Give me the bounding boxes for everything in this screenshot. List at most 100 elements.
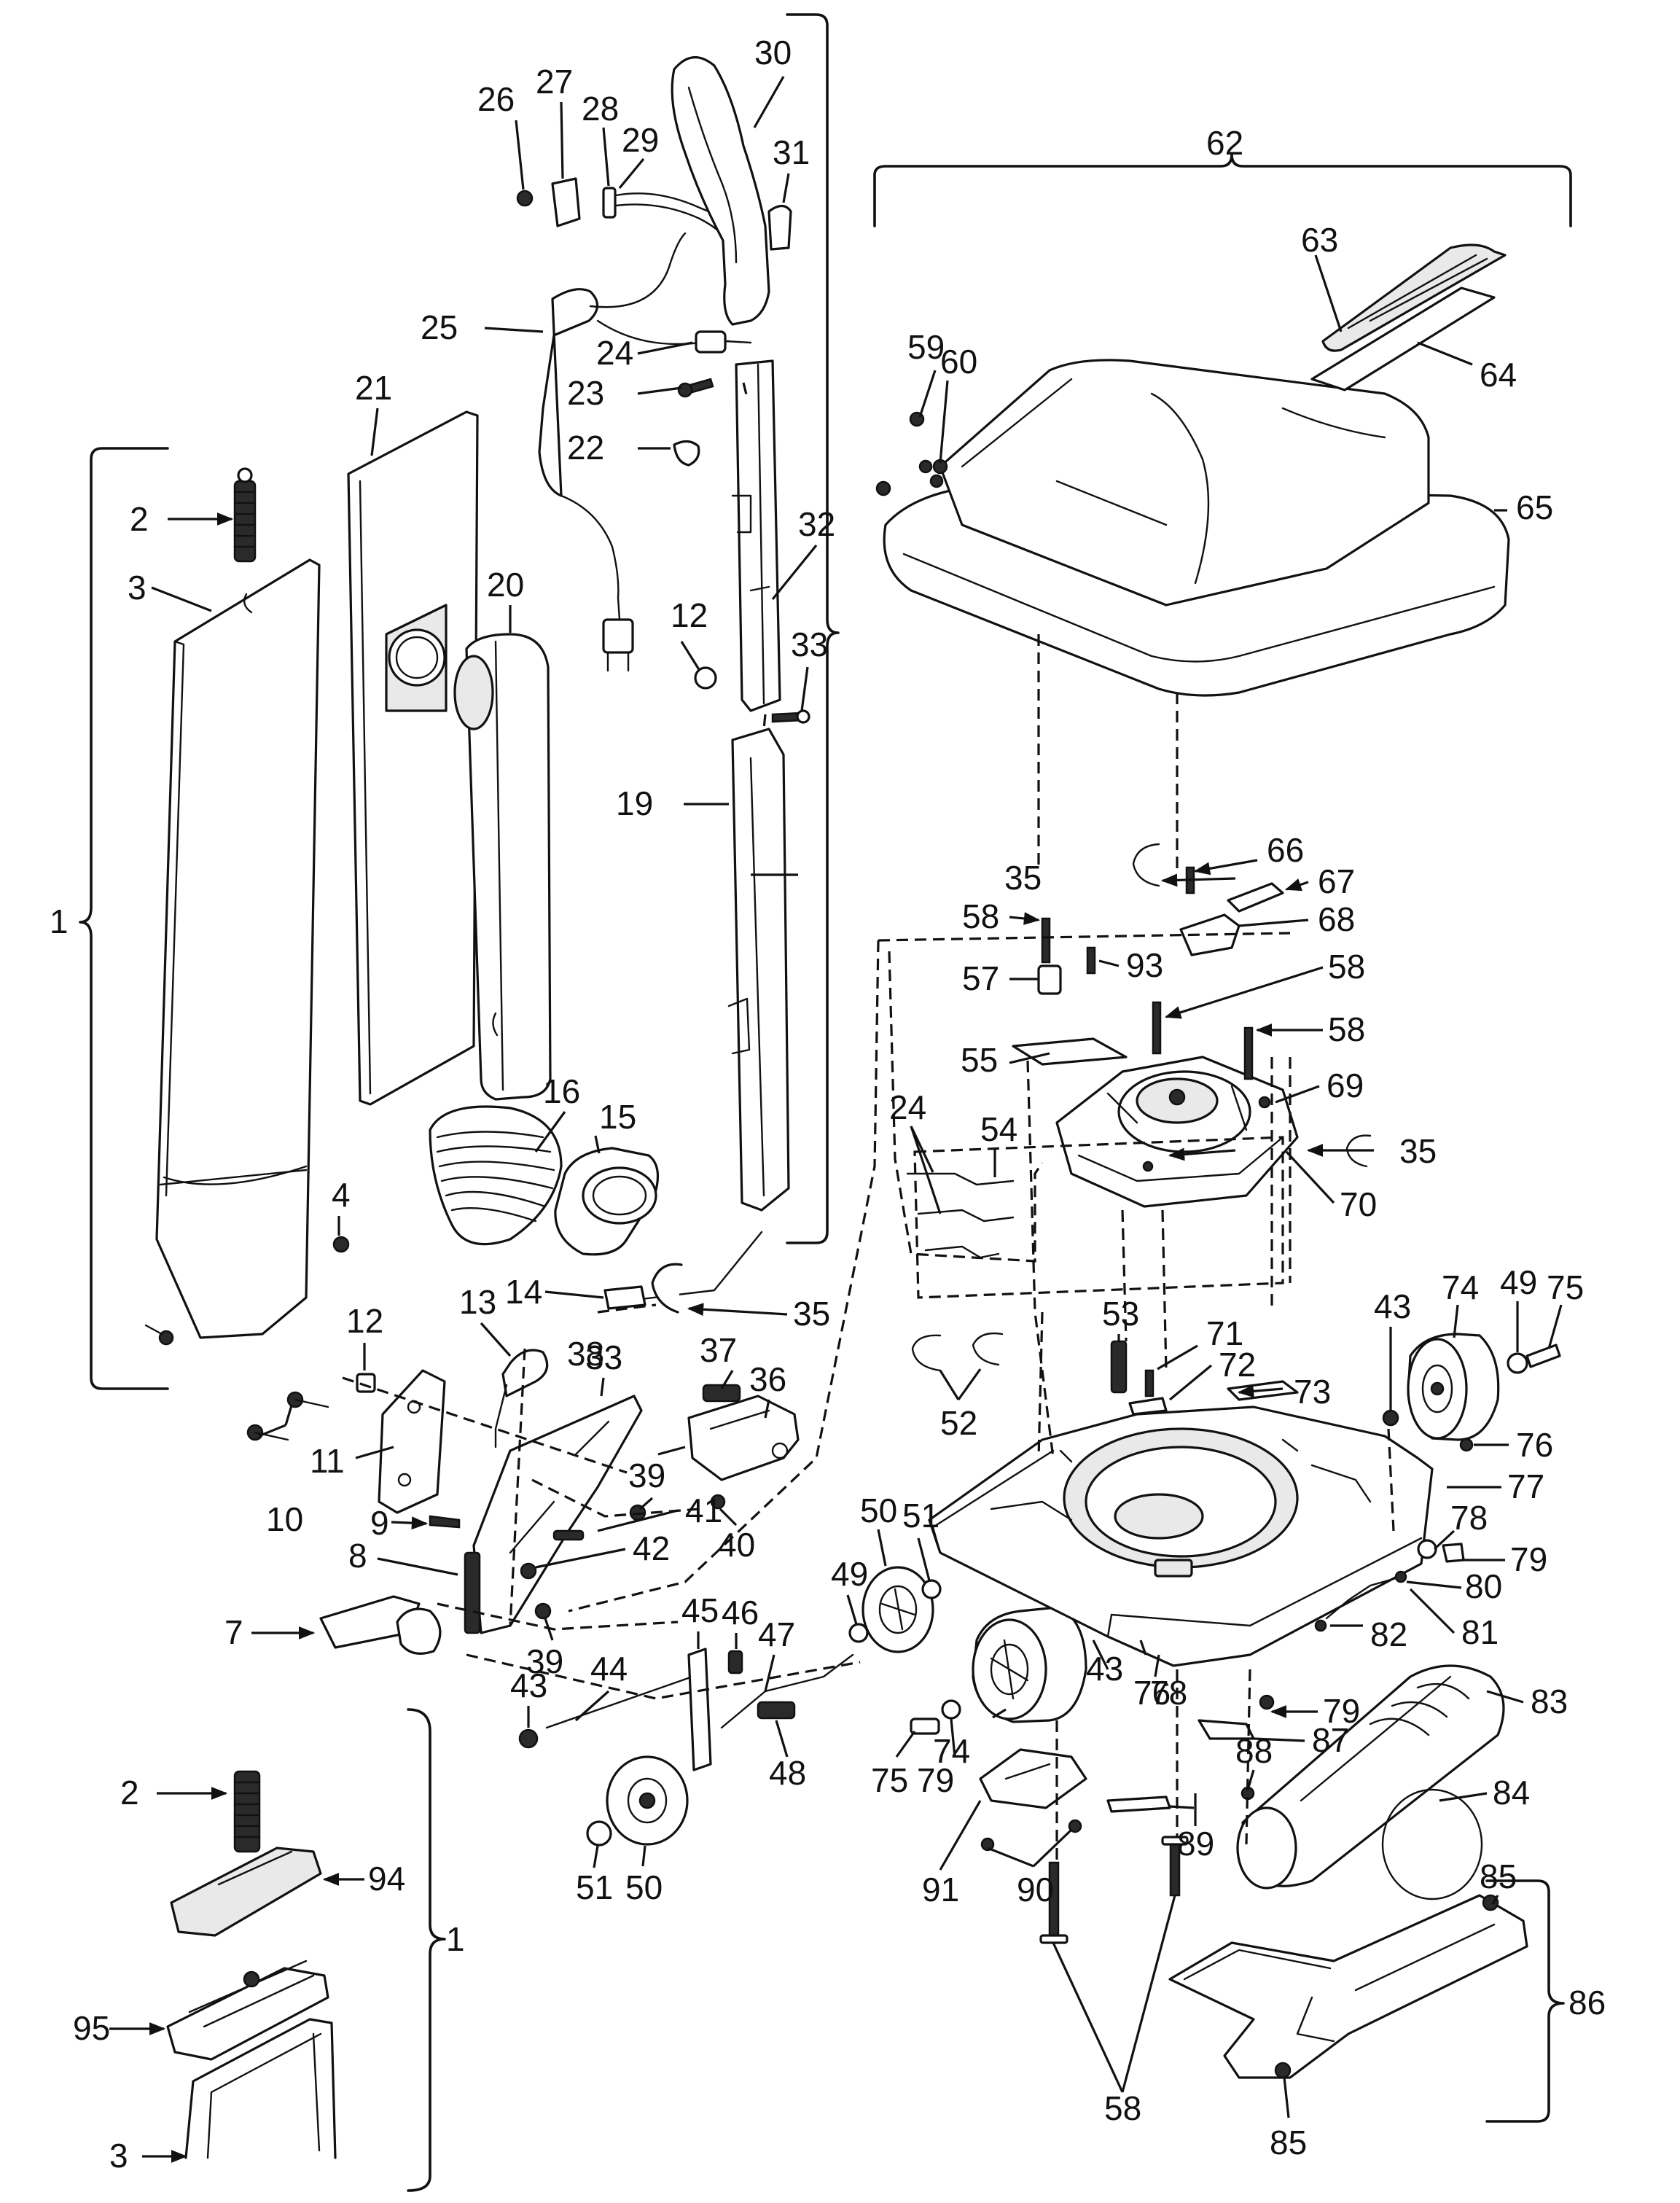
callout-60: 60: [940, 343, 977, 381]
screw-79-lower-right: [1259, 1694, 1275, 1710]
callout-70: 70: [1340, 1185, 1377, 1223]
callout-13: 13: [459, 1283, 496, 1321]
callout-75-lower: 75: [871, 1761, 908, 1799]
callout-24-motor: 24: [889, 1088, 926, 1126]
callout-75-right: 75: [1547, 1268, 1584, 1306]
bottom-plate-86: [1168, 1894, 1528, 2079]
callout-54: 54: [980, 1110, 1017, 1148]
callout-64: 64: [1480, 356, 1517, 394]
cord-illustration: [538, 232, 730, 672]
callout-49-right: 49: [1500, 1263, 1537, 1301]
callout-86: 86: [1568, 1984, 1606, 2021]
callout-74-lower: 74: [933, 1732, 970, 1770]
nut-40: [710, 1494, 726, 1510]
callout-2-upper: 2: [130, 500, 149, 538]
handle-grip-illustration: [671, 56, 792, 326]
upper-handle-tube-illustration: [731, 359, 781, 712]
lower-left-arrows: [109, 1787, 364, 2163]
callout-36: 36: [749, 1360, 786, 1398]
paper-bag-illustration: [347, 410, 479, 1106]
wheel-74-lower: [972, 1606, 1087, 1723]
screw-23: [677, 378, 714, 398]
hose-adapter-13: [494, 1349, 549, 1448]
bag-housing-illustration: [453, 633, 552, 1101]
leader-lines: [151, 76, 1563, 2118]
callout-33-lower: 33: [585, 1338, 622, 1376]
lower-handle-tube-illustration: [727, 728, 790, 1212]
callout-83: 83: [1531, 1683, 1568, 1720]
screw-93: [1086, 946, 1096, 975]
callout-12-lower: 12: [346, 1302, 383, 1340]
callout-93: 93: [1126, 946, 1163, 984]
washer-78-right: [1417, 1539, 1437, 1559]
callout-21: 21: [355, 369, 392, 407]
callout-1-lower: 1: [446, 1920, 465, 1958]
callout-85-upper: 85: [1480, 1857, 1517, 1895]
motor-69-70: [1055, 1056, 1299, 1208]
callout-68: 68: [1318, 900, 1355, 938]
screw-71: [1144, 1369, 1154, 1397]
hose-illustration: [429, 1105, 563, 1246]
callout-20: 20: [487, 566, 524, 604]
label-64: [1310, 286, 1496, 391]
brace-62: [873, 153, 1572, 227]
spring-53: [1110, 1340, 1128, 1394]
callout-33-upper: 33: [791, 625, 828, 663]
switch-24: [695, 330, 752, 354]
callout-80: 80: [1465, 1567, 1502, 1605]
callout-91: 91: [922, 1871, 959, 1908]
callout-58-mid: 58: [1328, 948, 1365, 986]
callout-82: 82: [1370, 1615, 1407, 1653]
washer-79-lower: [941, 1699, 961, 1720]
callout-41: 41: [685, 1492, 722, 1529]
motor-plate-55: [1012, 1037, 1128, 1066]
screw-33-upper: [771, 709, 810, 724]
retaining-ring-35-right: [1345, 1134, 1372, 1168]
headlight-lens-63: [1321, 243, 1507, 352]
pedal-7: [319, 1595, 442, 1655]
callout-52: 52: [940, 1404, 977, 1442]
callout-58-right: 58: [1328, 1010, 1365, 1048]
hood-65: [883, 359, 1510, 697]
callout-63: 63: [1301, 221, 1338, 259]
callout-69: 69: [1327, 1067, 1364, 1104]
callout-81: 81: [1461, 1613, 1499, 1651]
callout-12-upper: 12: [671, 596, 708, 634]
callout-71: 71: [1206, 1314, 1243, 1352]
screw-85-upper: [1482, 1894, 1499, 1911]
belt-84: [1381, 1788, 1483, 1900]
screws-58-top: [1041, 917, 1254, 1080]
callout-79-right: 79: [1510, 1540, 1547, 1578]
callout-49-left: 49: [831, 1555, 868, 1593]
screw-9: [429, 1515, 461, 1529]
callout-72: 72: [1219, 1346, 1256, 1384]
callout-2-lower: 2: [120, 1774, 139, 1812]
callout-22: 22: [567, 429, 604, 467]
callout-50-lower: 50: [625, 1868, 663, 1906]
brace-86: [1485, 1879, 1565, 2123]
callout-78-right: 78: [1450, 1499, 1488, 1537]
callout-45: 45: [681, 1591, 719, 1629]
callout-65: 65: [1516, 488, 1553, 526]
callout-42: 42: [633, 1529, 670, 1567]
cord-clip-22: [673, 440, 700, 467]
latch-bracket-36: [687, 1395, 800, 1481]
bag-screw-lower: [144, 1324, 174, 1346]
callout-51-lower: 51: [576, 1868, 613, 1906]
callout-35-right: 35: [1399, 1132, 1437, 1170]
callout-38: 38: [567, 1335, 604, 1373]
callout-46: 46: [722, 1594, 759, 1631]
axle-75-lower: [910, 1717, 940, 1735]
wiring-54: [906, 1172, 1015, 1259]
spring-2-lower: [233, 1770, 261, 1853]
screws-10: [246, 1391, 329, 1441]
washer-51-upper: [921, 1579, 942, 1599]
rod-47: [720, 1653, 854, 1729]
washer-43-right: [1382, 1409, 1399, 1427]
switch-57: [1037, 964, 1062, 995]
screw-58-bottom-left: [1039, 1861, 1068, 1944]
callout-85-lower: 85: [1270, 2124, 1307, 2161]
retaining-ring-35-left: [651, 1263, 683, 1314]
callout-88: 88: [1235, 1732, 1273, 1770]
callout-19: 19: [616, 784, 653, 822]
